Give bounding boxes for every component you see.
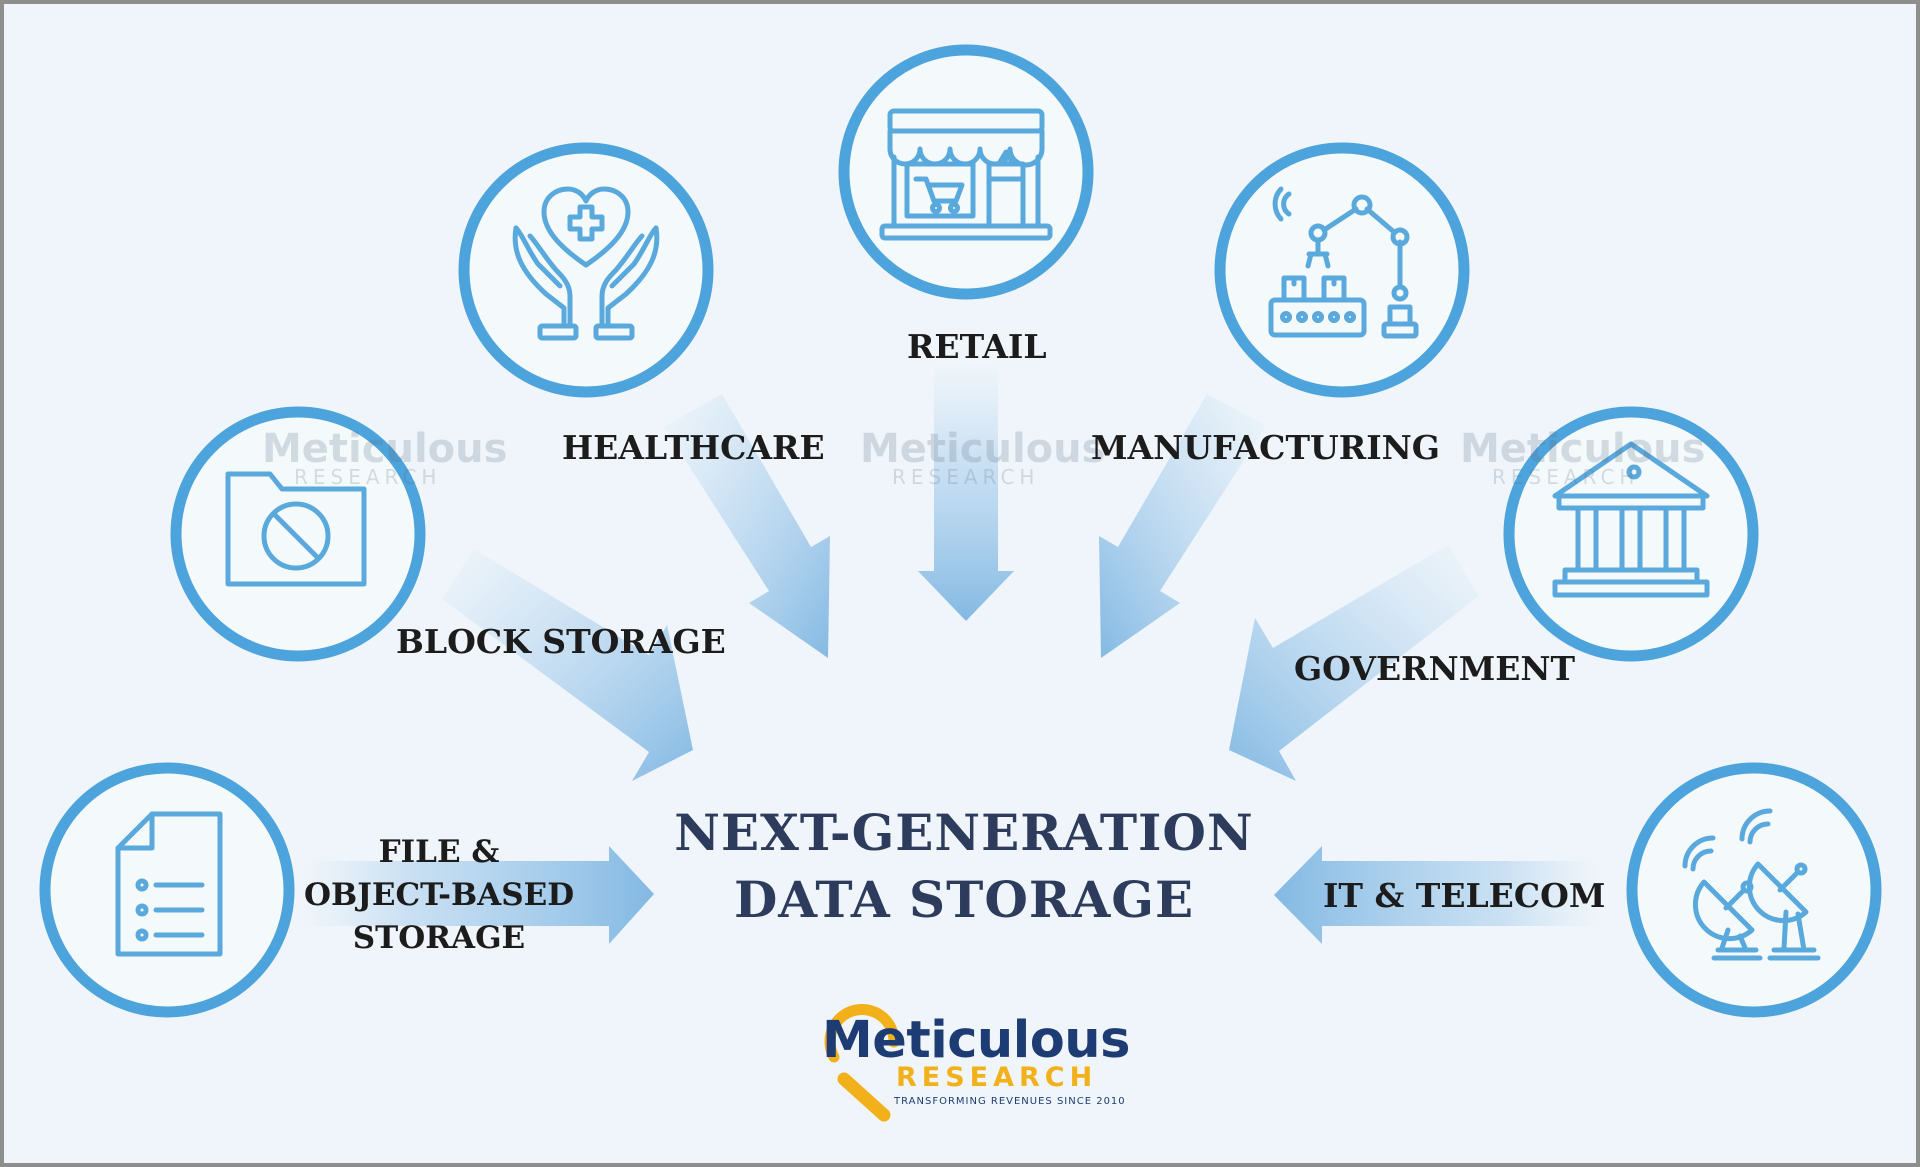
label-file-object-line2: OBJECT-BASED bbox=[304, 877, 575, 913]
watermark-sub: RESEARCH bbox=[1492, 465, 1640, 489]
arrow-block-storage bbox=[442, 549, 693, 781]
folder-blocked-icon bbox=[225, 471, 367, 587]
arrow-file-object bbox=[304, 846, 654, 944]
storefront-cart-icon bbox=[879, 108, 1053, 241]
watermark-center: Meticulous RESEARCH bbox=[830, 429, 1105, 509]
watermark-left: Meticulous RESEARCH bbox=[232, 429, 507, 509]
brand-tagline: TRANSFORMING REVENUES SINCE 2010 bbox=[894, 1096, 1126, 1107]
watermark-right: Meticulous RESEARCH bbox=[1430, 429, 1705, 509]
arrow-manufacturing bbox=[1099, 394, 1266, 658]
brand-sub: RESEARCH bbox=[896, 1062, 1098, 1093]
arrow-government bbox=[1229, 545, 1479, 781]
label-block-storage: BLOCK STORAGE bbox=[396, 622, 726, 661]
arrow-healthcare bbox=[664, 394, 830, 658]
label-retail: RETAIL bbox=[907, 327, 1047, 366]
arrow-it-telecom bbox=[1274, 846, 1599, 944]
diagram-art bbox=[39, 44, 1882, 1018]
government-building-icon bbox=[1552, 441, 1710, 598]
watermark-name: Meticulous bbox=[1460, 426, 1706, 472]
hands-heart-cross-icon bbox=[512, 186, 660, 341]
satellite-dishes-icon bbox=[1682, 808, 1821, 961]
center-title: NEXT-GENERATION DATA STORAGE bbox=[624, 799, 1304, 933]
circle-healthcare bbox=[458, 142, 714, 398]
label-government: GOVERNMENT bbox=[1294, 649, 1576, 688]
label-manufacturing: MANUFACTURING bbox=[1091, 428, 1440, 467]
center-title-line2: DATA STORAGE bbox=[733, 870, 1195, 929]
label-file-object-line3: STORAGE bbox=[352, 920, 526, 956]
magnifier-logo-icon bbox=[824, 1004, 900, 1122]
circle-it-telecom bbox=[1626, 762, 1882, 1018]
robotic-arm-conveyor-icon bbox=[1268, 186, 1419, 339]
circle-manufacturing bbox=[1214, 142, 1470, 398]
arrow-retail bbox=[918, 364, 1014, 621]
label-it-telecom: IT & TELECOM bbox=[1323, 876, 1606, 915]
circle-retail bbox=[838, 44, 1094, 300]
watermark-sub: RESEARCH bbox=[294, 465, 442, 489]
circle-file-object bbox=[39, 762, 295, 1018]
center-title-line1: NEXT-GENERATION bbox=[674, 803, 1254, 862]
brand-logo: Meticulous RESEARCH TRANSFORMING REVENUE… bbox=[804, 997, 1134, 1122]
label-healthcare: HEALTHCARE bbox=[562, 428, 825, 467]
label-file-object: FILE & OBJECT-BASED STORAGE bbox=[304, 831, 574, 960]
watermark-name: Meticulous bbox=[262, 426, 508, 472]
brand-name: Meticulous bbox=[822, 1011, 1130, 1070]
watermark-name: Meticulous bbox=[860, 426, 1106, 472]
watermark-sub: RESEARCH bbox=[892, 465, 1040, 489]
document-list-icon bbox=[115, 811, 223, 957]
label-file-object-line1: FILE & bbox=[378, 834, 500, 870]
